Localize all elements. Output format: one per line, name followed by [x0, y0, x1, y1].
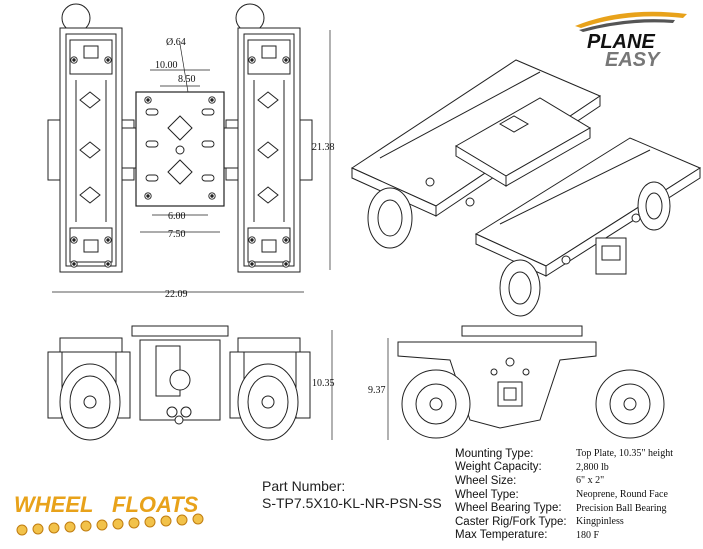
part-number-value: S-TP7.5X10-KL-NR-PSN-SS: [262, 495, 442, 511]
dim-plate-w1: 10.00: [155, 60, 178, 71]
dim-hole-dia: Ø.64: [166, 37, 186, 48]
dim-overall-h: 21.38: [312, 142, 335, 153]
dim-hole-sp2: 7.50: [168, 229, 186, 240]
left-rail: [47, 3, 135, 273]
logo-floats-text: FLOATS: [112, 492, 199, 517]
dim-overall-w: 22.09: [165, 289, 188, 300]
front-view: [47, 325, 333, 441]
spec-row: Max Temperature: 180 F: [455, 529, 701, 543]
plane-easy-logo: PLANE EASY: [575, 11, 687, 68]
center-plate: [121, 91, 239, 207]
spec-row: Wheel Type: Neoprene, Round Face: [455, 488, 701, 502]
spec-key: Wheel Size:: [455, 474, 517, 487]
isometric-view: [350, 59, 702, 317]
spec-key: Max Temperature:: [455, 529, 548, 542]
spec-table: Mounting Type: Top Plate, 10.35" height …: [455, 447, 701, 542]
spec-key: Wheel Bearing Type:: [455, 502, 562, 515]
dim-side-h: 9.37: [368, 385, 386, 396]
wheel-floats-logo: WHEEL FLOATS: [14, 492, 204, 536]
spec-row: Wheel Size: 6" x 2": [455, 474, 701, 488]
dim-front-h: 10.35: [312, 378, 335, 389]
spec-value: 180 F: [576, 529, 600, 541]
spec-value: Top Plate, 10.35" height: [576, 448, 673, 460]
spec-value: Precision Ball Bearing: [576, 502, 667, 514]
spec-row: Wheel Bearing Type: Precision Ball Beari…: [455, 501, 701, 515]
side-view: [387, 325, 665, 440]
spec-key: Wheel Type:: [455, 488, 519, 501]
right-rail: [225, 3, 313, 273]
spec-row: Weight Capacity: 2,800 lb: [455, 461, 701, 475]
spec-key: Caster Rig/Fork Type:: [455, 515, 567, 528]
spec-row: Caster Rig/Fork Type: Kingpinless: [455, 515, 701, 529]
spec-row: Mounting Type: Top Plate, 10.35" height: [455, 447, 701, 461]
spec-key: Weight Capacity:: [455, 461, 542, 474]
top-view-dimensions: [52, 30, 331, 293]
spec-key: Mounting Type:: [455, 447, 534, 460]
top-view: [47, 3, 331, 293]
logo-wheel-text: WHEEL: [14, 492, 93, 517]
logo-easy-text: EASY: [605, 49, 661, 68]
logo-plane-text: PLANE: [587, 31, 655, 53]
spec-value: Kingpinless: [576, 516, 624, 528]
dim-plate-w2: 8.50: [178, 74, 196, 85]
dim-hole-sp1: 6.00: [168, 211, 186, 222]
part-number-label: Part Number:: [262, 478, 346, 494]
spec-value: Neoprene, Round Face: [576, 489, 668, 501]
spec-value: 2,800 lb: [576, 461, 609, 473]
spec-value: 6" x 2": [576, 475, 605, 487]
